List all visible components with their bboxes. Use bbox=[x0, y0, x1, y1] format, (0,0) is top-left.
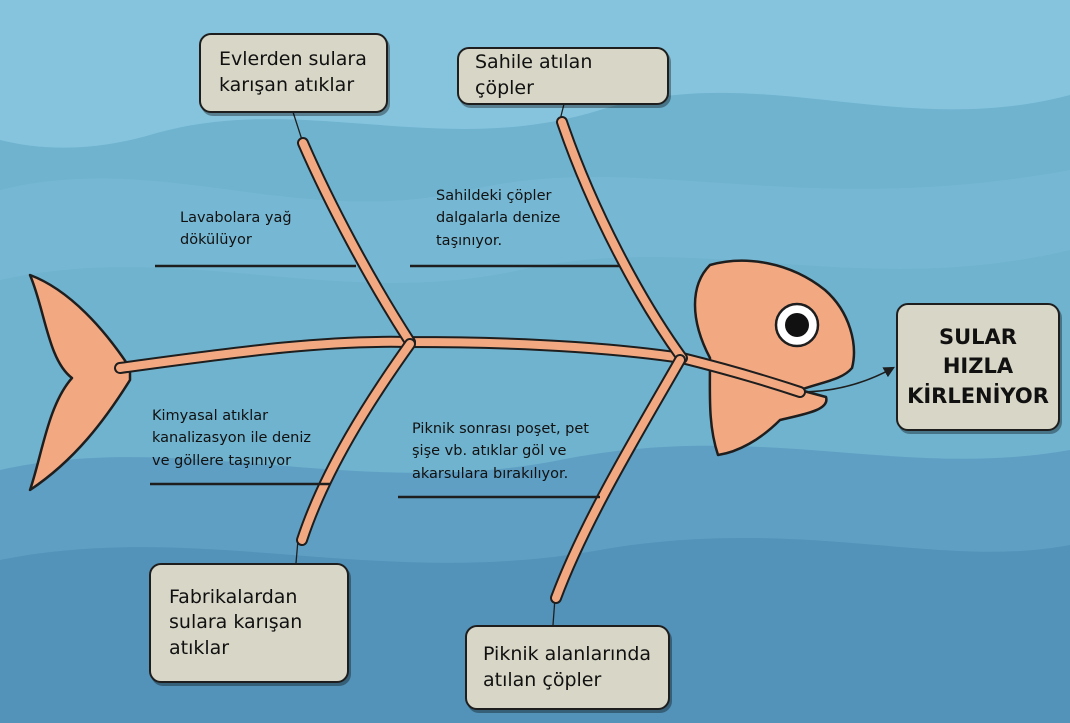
cause-box-factories: Fabrikalardan sulara karışan atıklar bbox=[149, 563, 349, 683]
cause-box-picnic: Piknik alanlarında atılan çöpler bbox=[465, 625, 670, 710]
fish-tail bbox=[28, 273, 132, 492]
effect-arrow bbox=[799, 366, 895, 393]
sub-cause-picnic-waste: Piknik sonrası poşet, pet şişe vb. atıkl… bbox=[412, 421, 589, 482]
cause-box-beach: Sahile atılan çöpler bbox=[457, 47, 669, 105]
effect-label: SULAR bbox=[939, 324, 1017, 349]
cause-label: atıklar bbox=[169, 636, 230, 659]
cause-label: sulara karışan bbox=[169, 611, 303, 634]
fish-head bbox=[693, 259, 856, 457]
cause-label: Piknik alanlarında bbox=[483, 642, 652, 665]
cause-box-homes: Evlerden sulara karışan atıklar bbox=[199, 33, 388, 113]
cause-label: atılan çöpler bbox=[483, 668, 602, 691]
sub-cause-lines bbox=[150, 264, 620, 499]
cause-label: Evlerden sulara bbox=[219, 48, 367, 71]
cause-label: karışan atıklar bbox=[219, 74, 355, 96]
cause-label: Fabrikalardan bbox=[169, 585, 298, 608]
effect-label: HIZLA bbox=[942, 354, 1014, 379]
sub-cause-waves: Sahildeki çöpler dalgalarla denize taşın… bbox=[436, 188, 561, 249]
rib-bones bbox=[296, 116, 688, 604]
effect-label: KİRLENİYOR bbox=[907, 383, 1049, 408]
cause-label: Sahile atılan çöpler bbox=[475, 51, 593, 99]
sub-cause-chemicals: Kimyasal atıklar kanalizasyon ile deniz … bbox=[152, 408, 312, 469]
fish-eye bbox=[774, 302, 820, 348]
sub-cause-oil: Lavabolara yağ dökülüyor bbox=[180, 210, 292, 249]
effect-box: SULAR HIZLA KİRLENİYOR bbox=[896, 303, 1060, 431]
